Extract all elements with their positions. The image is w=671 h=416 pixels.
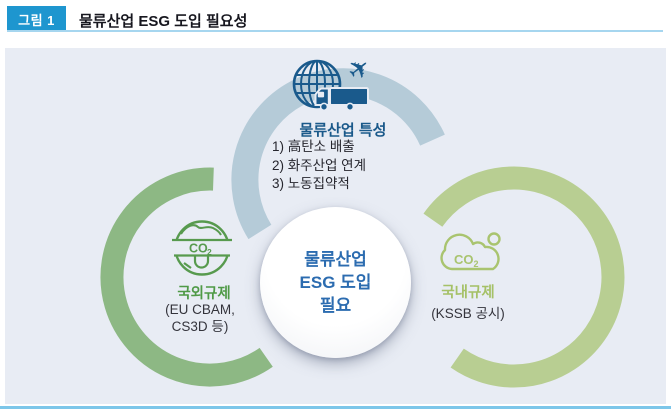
co2-globe-icon: CO 2 [168, 220, 236, 276]
left-circle-heading: 국외규제 [177, 286, 231, 302]
center-line: 필요 [319, 296, 352, 315]
right-ring-arc [423, 166, 625, 388]
figure-title: 물류산업 ESG 도입 필요성 [79, 12, 248, 30]
svg-text:✈: ✈ [342, 56, 378, 88]
center-line: ESG 도입 [299, 273, 372, 292]
airplane-icon: ✈ [342, 56, 378, 88]
left-sub-line1: (EU CBAM, [165, 302, 235, 317]
co2-label-sub: 2 [207, 247, 212, 257]
list-item: 1) 高탄소 배출 [272, 139, 355, 154]
co2-cloud-icon: CO 2 [440, 232, 501, 271]
right-circle-heading: 국내규제 [441, 285, 495, 301]
left-sub-line2: CS3D 등) [171, 318, 229, 334]
truck-icon [314, 87, 369, 111]
left-circle-subtext: (EU CBAM, CS3D 등) [130, 302, 270, 335]
top-circle-heading: 물류산업 특성 [299, 122, 387, 139]
list-item: 2) 화주산업 연계 [272, 157, 367, 173]
co2-label: CO [189, 242, 208, 256]
co2-label-sub: 2 [474, 259, 479, 269]
logistics-globe-truck-plane-icon: ✈ [292, 56, 378, 111]
center-conclusion-circle: 물류산업 ESG 도입 필요 [260, 207, 411, 358]
bottom-divider [0, 406, 671, 409]
center-line: 물류산업 [304, 250, 367, 269]
co2-label: CO [454, 252, 474, 267]
figure-number-badge: 그림 1 [7, 6, 66, 32]
list-item: 3) 노동집약적 [272, 176, 350, 191]
top-circle-list: 1) 高탄소 배출 2) 화주산업 연계 3) 노동집약적 [272, 138, 432, 194]
left-ring-arc [100, 167, 273, 387]
right-circle-subtext: (KSSB 공시) [431, 306, 505, 321]
header-divider [7, 30, 663, 32]
